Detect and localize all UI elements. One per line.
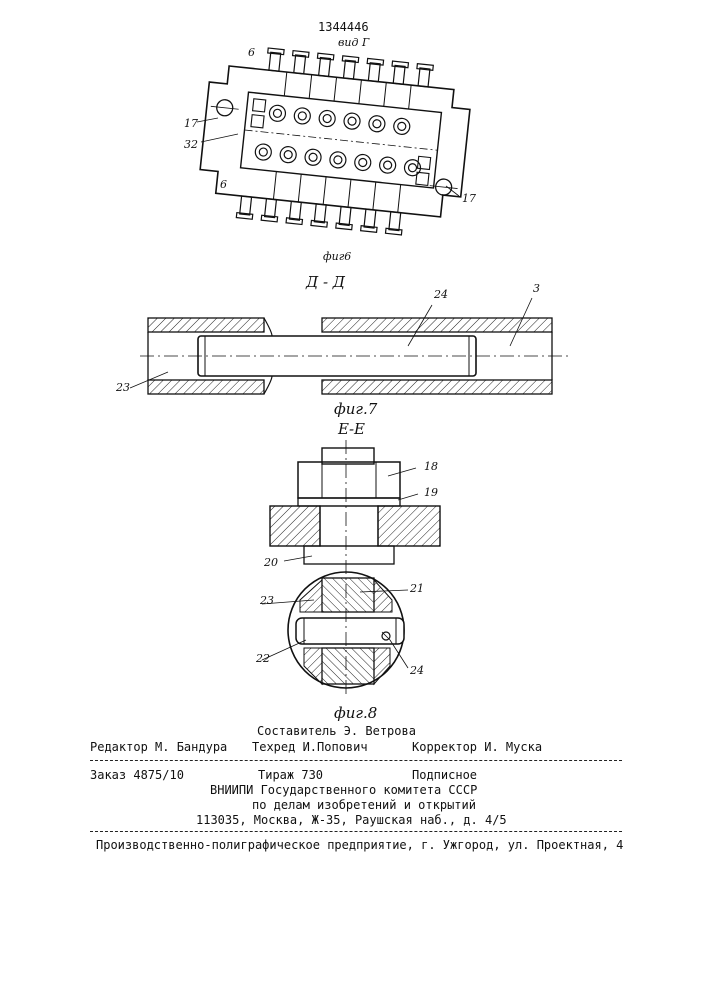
footer-org-line1: ВНИИПИ Государственного комитета СССР (210, 783, 477, 797)
footer-circulation: Тираж 730 (258, 768, 323, 782)
footer-address: 113035, Москва, Ж-35, Раушская наб., д. … (196, 813, 507, 827)
fig8-label-19: 19 (424, 486, 438, 499)
fig8-label-21: 21 (410, 582, 424, 595)
footer-order: Заказ 4875/10 (90, 768, 184, 782)
footer-subscription: Подписное (412, 768, 477, 782)
footer-corrector: Корректор И. Муска (412, 740, 542, 754)
fig8-caption: фиг.8 (334, 704, 377, 722)
fig8-label-24: 24 (410, 664, 424, 677)
footer-divider-top (90, 760, 622, 761)
footer-editor: Редактор М. Бандура (90, 740, 227, 754)
footer-org-line2: по делам изобретений и открытий (252, 798, 476, 812)
fig8-label-23: 23 (260, 594, 274, 607)
fig8-label-18: 18 (424, 460, 438, 473)
fig8-label-22: 22 (256, 652, 270, 665)
fig8-label-20: 20 (264, 556, 278, 569)
footer-techred: Техред И.Попович (252, 740, 368, 754)
footer-compiler: Составитель Э. Ветрова (257, 724, 416, 738)
footer-divider-bottom (90, 831, 622, 832)
footer-printer: Производственно-полиграфическое предприя… (96, 838, 623, 852)
